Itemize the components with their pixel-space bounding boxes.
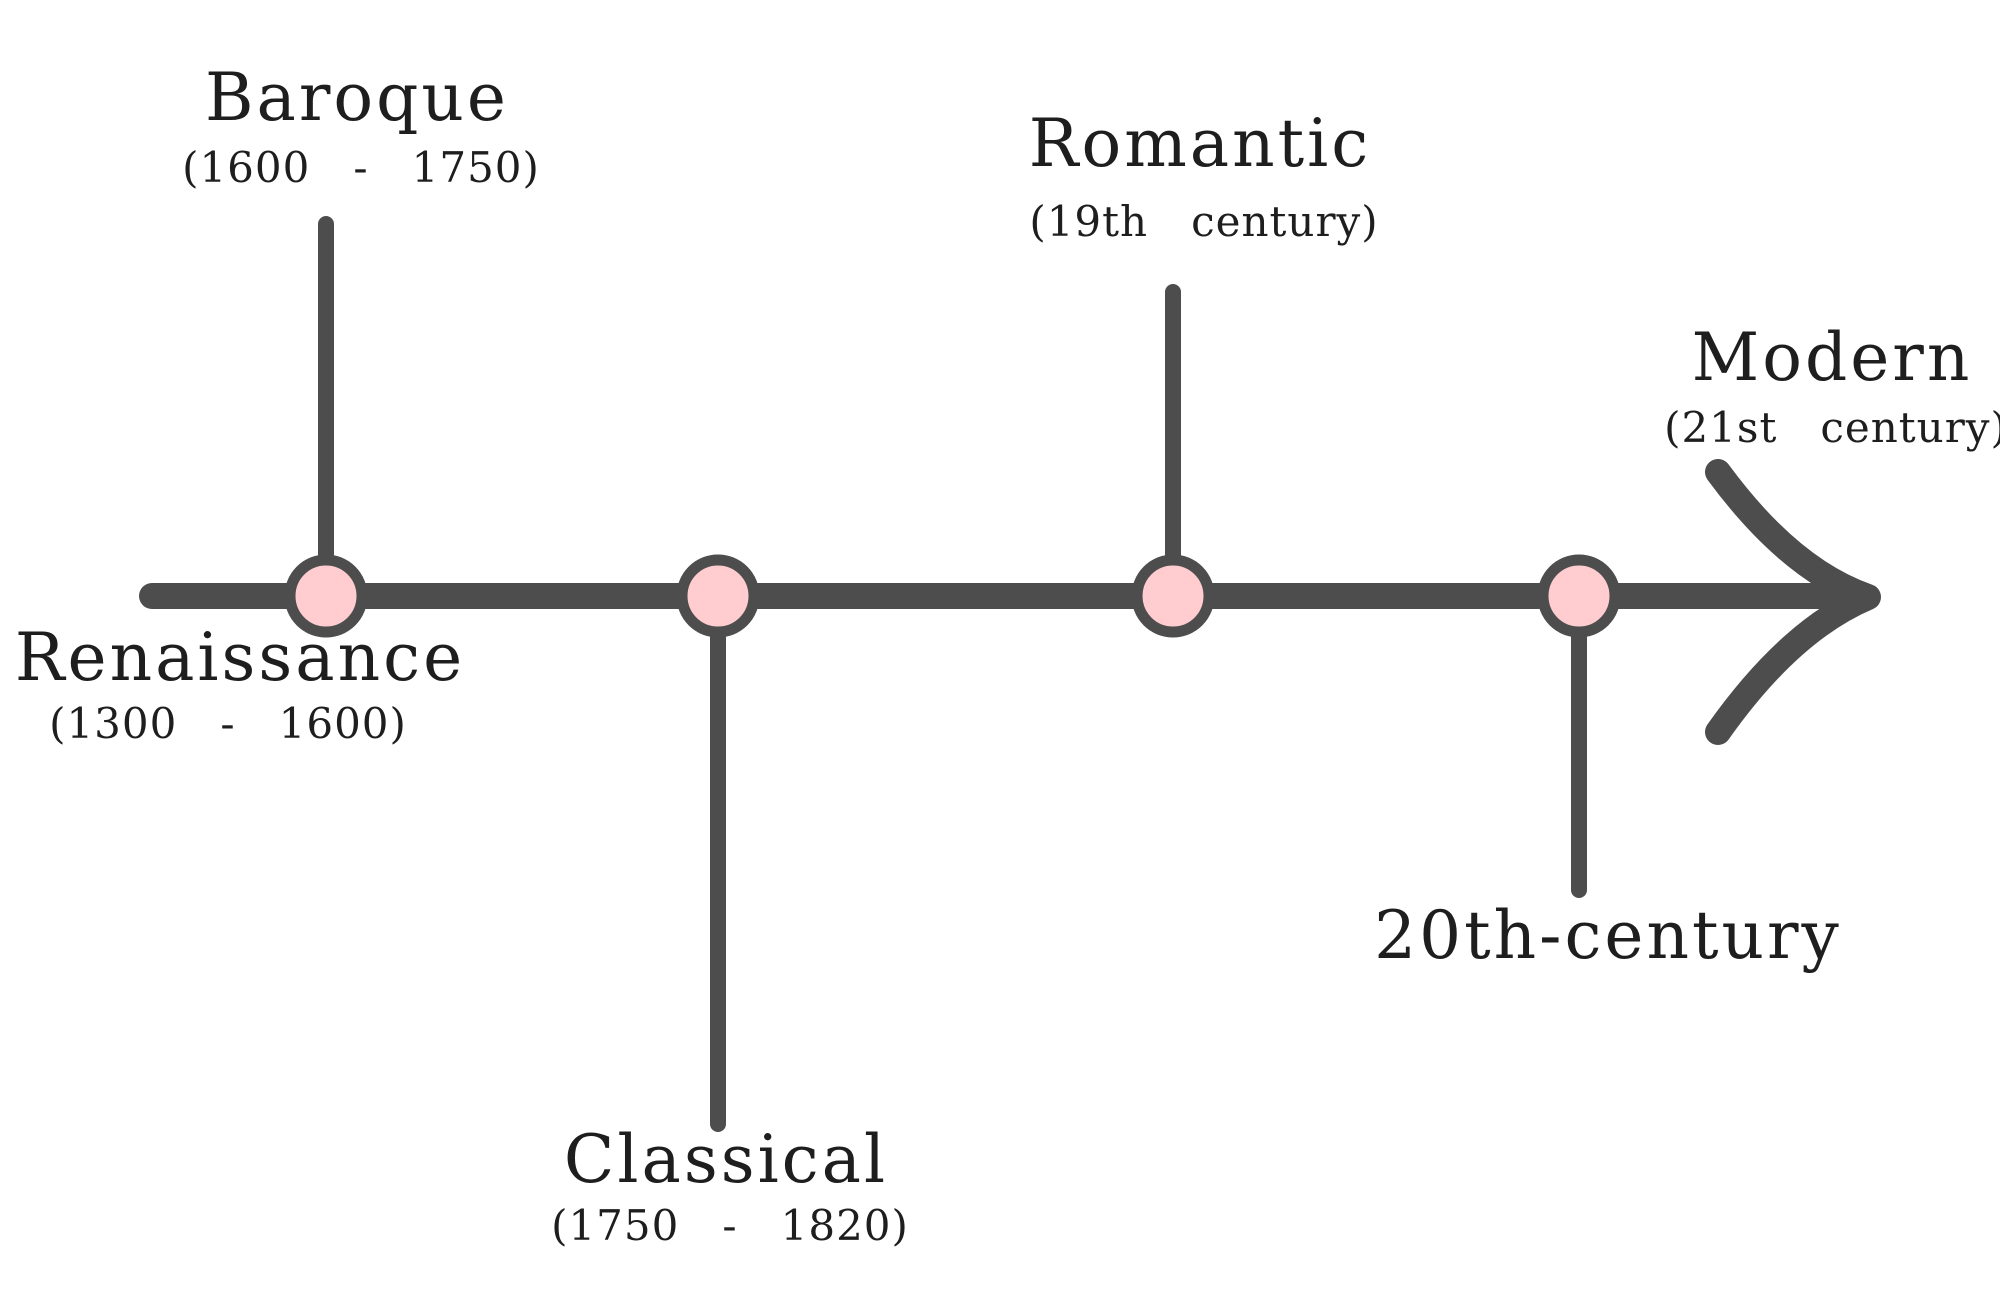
timeline-arrowhead <box>1705 459 1881 745</box>
era-name-renaissance: Renaissance <box>15 619 465 696</box>
era-period-modern: (21st century) <box>1664 403 2000 452</box>
era-period-renaissance: (1300 - 1600) <box>49 699 407 748</box>
node-20th-century <box>1537 554 1621 638</box>
era-period-baroque: (1600 - 1750) <box>182 143 540 192</box>
era-name-modern: Modern <box>1692 319 1973 396</box>
era-name-20th-century: 20th-century <box>1374 897 1842 974</box>
node-baroque <box>284 554 368 638</box>
era-name-classical: Classical <box>564 1121 888 1198</box>
era-name-baroque: Baroque <box>205 59 509 136</box>
era-name-romantic: Romantic <box>1029 105 1371 182</box>
era-period-classical: (1750 - 1820) <box>551 1201 909 1250</box>
node-romantic <box>1131 554 1215 638</box>
node-classical <box>676 554 760 638</box>
era-period-romantic: (19th century) <box>1029 197 1378 246</box>
